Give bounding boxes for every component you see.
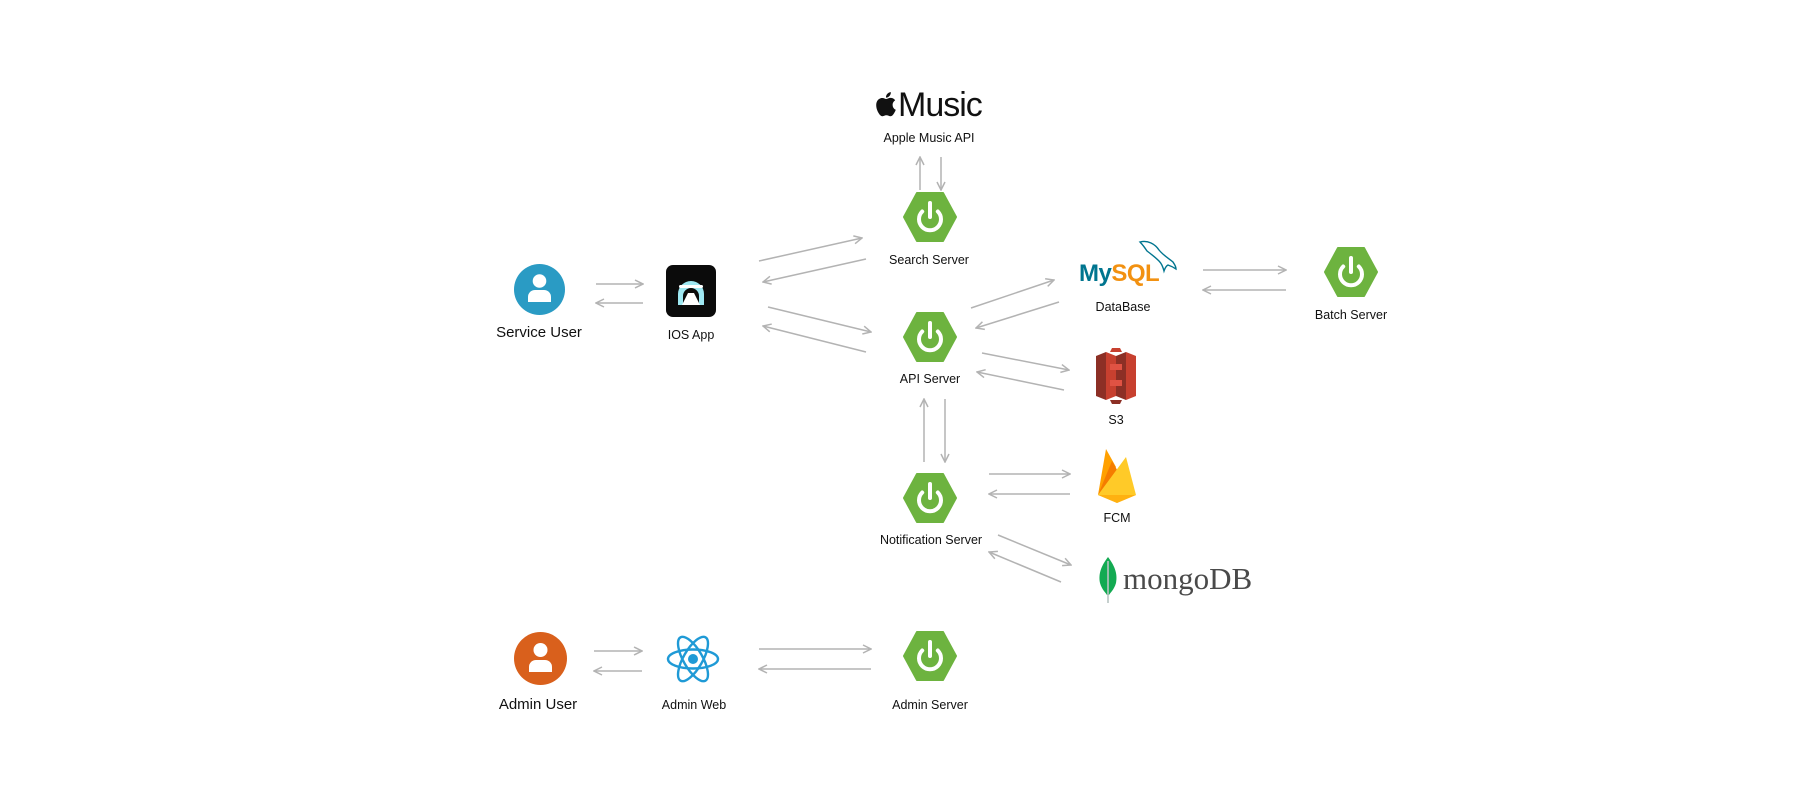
arrow-s3-to-api <box>977 372 1065 391</box>
arrow-api-to-iosapp <box>763 326 867 353</box>
aws-s3-icon <box>1096 348 1136 404</box>
arrow-iosapp-to-search <box>758 238 862 262</box>
arrow-notification-to-mongodb <box>997 534 1071 565</box>
arrow-search-to-iosapp <box>763 258 867 282</box>
ios-app-label: IOS App <box>667 328 715 342</box>
batch-server-label: Batch Server <box>1314 308 1388 322</box>
s3-label: S3 <box>1108 413 1124 427</box>
service-user-label: Service User <box>496 324 582 341</box>
apple-music-wordmark: Music <box>898 86 983 124</box>
api-server-spring-icon <box>903 312 957 362</box>
search-server-label: Search Server <box>889 253 969 267</box>
mongodb-wordmark: mongoDB <box>1123 561 1253 596</box>
service-user-icon <box>514 264 565 315</box>
react-icon <box>666 635 720 683</box>
arrow-mongodb-to-notification <box>989 552 1062 583</box>
api-server-label: API Server <box>899 372 961 386</box>
mysql-wordmark-sql: SQL <box>1111 260 1160 287</box>
fcm-label: FCM <box>1103 511 1131 525</box>
admin-user-label: Admin User <box>498 696 578 713</box>
notification-server-label: Notification Server <box>879 533 983 547</box>
arrow-api-to-s3 <box>981 352 1069 370</box>
arrow-database-to-api <box>976 301 1060 328</box>
mongodb-leaf-icon <box>1099 557 1117 603</box>
batch-server-spring-icon <box>1324 247 1378 297</box>
admin-user-icon <box>514 632 567 685</box>
search-server-spring-icon <box>903 192 957 242</box>
notification-server-spring-icon <box>903 473 957 523</box>
mysql-wordmark: MySQL <box>1079 260 1160 288</box>
arrow-api-to-database <box>970 280 1054 309</box>
mysql-logo: MySQL <box>1078 238 1178 288</box>
mysql-wordmark-my: My <box>1079 260 1112 287</box>
admin-server-label: Admin Server <box>892 698 968 712</box>
apple-music-api-label: Apple Music API <box>883 131 975 145</box>
admin-web-label: Admin Web <box>661 698 727 712</box>
firebase-icon <box>1098 449 1136 503</box>
apple-music-node: Music <box>870 86 990 126</box>
apple-logo-icon <box>876 92 896 117</box>
mongodb-logo: mongoDB <box>1096 557 1266 603</box>
ios-app-icon <box>666 265 716 317</box>
mysql-dolphin-icon <box>1138 240 1177 274</box>
admin-server-spring-icon <box>903 631 957 681</box>
arrow-iosapp-to-api <box>767 306 871 332</box>
database-label: DataBase <box>1095 300 1151 314</box>
